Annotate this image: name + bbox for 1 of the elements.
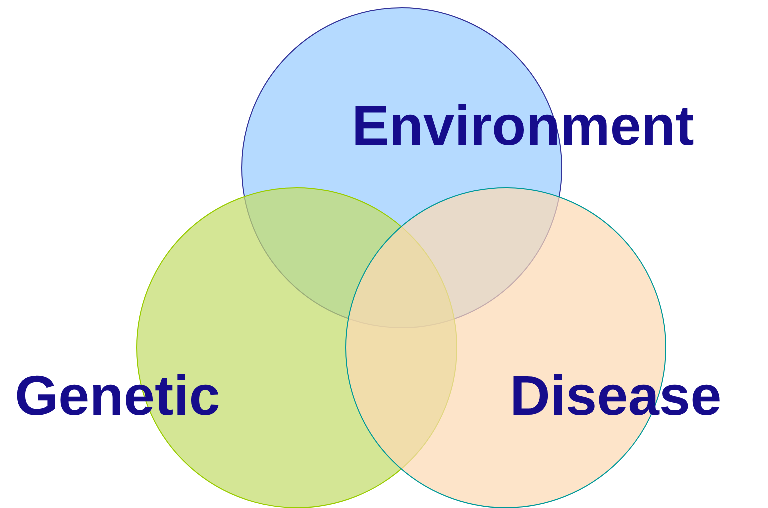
venn-circle: [346, 188, 722, 508]
